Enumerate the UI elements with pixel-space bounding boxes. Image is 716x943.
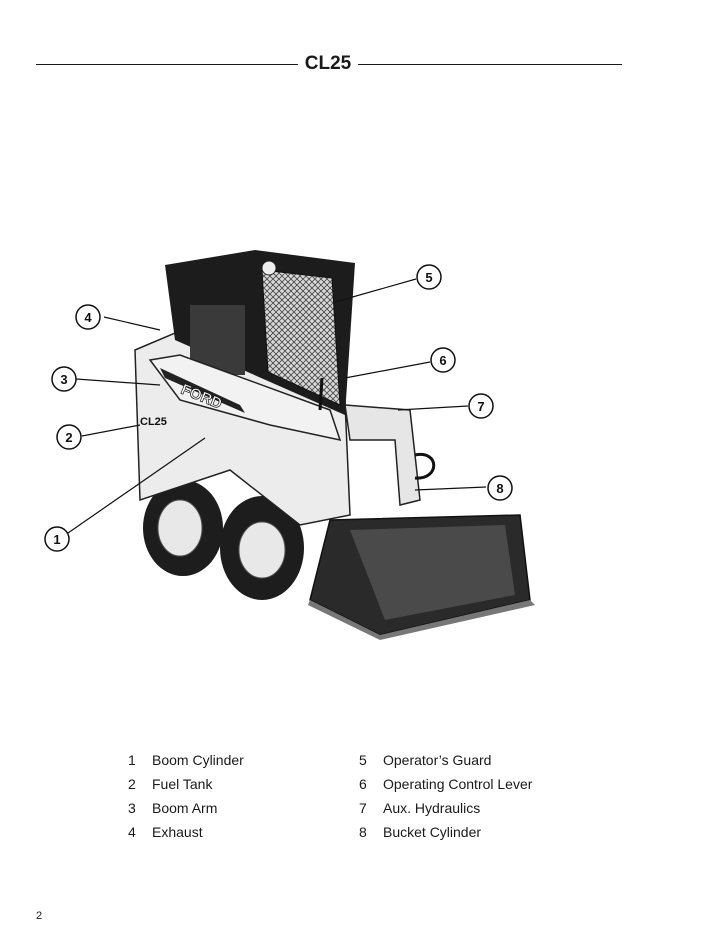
legend-number: 8 xyxy=(359,824,367,840)
legend-item: 7 Aux. Hydraulics xyxy=(359,800,532,824)
callout-label: 5 xyxy=(425,270,432,285)
callout-2 xyxy=(56,424,82,450)
legend-label: Operating Control Lever xyxy=(383,776,533,792)
boom-stripe xyxy=(160,368,245,413)
legend-number: 7 xyxy=(359,800,367,816)
legend-label: Bucket Cylinder xyxy=(383,824,482,840)
callout-label: 2 xyxy=(65,430,72,445)
legend-number: 6 xyxy=(359,776,367,792)
callout-label: 8 xyxy=(496,481,503,496)
legend-number: 1 xyxy=(128,752,136,768)
legend-item: 2 Fuel Tank xyxy=(128,776,244,800)
operators-guard-mesh xyxy=(261,269,341,406)
rear-wheel xyxy=(143,480,223,576)
control-lever xyxy=(318,377,324,411)
legend-label: Fuel Tank xyxy=(152,776,213,792)
page-title: CL25 xyxy=(304,53,352,74)
callout-1 xyxy=(44,526,70,552)
legend-label: Exhaust xyxy=(152,824,203,840)
legend-left-column: 1 Boom Cylinder 2 Fuel Tank 3 Boom Arm 4 Exh… xyxy=(128,752,244,848)
callout-8 xyxy=(487,475,513,501)
legend-item: 3 Boom Arm xyxy=(128,800,244,824)
callout-label: 1 xyxy=(53,532,60,547)
header-rule-left xyxy=(36,64,298,65)
bucket-cutting-edge xyxy=(308,600,535,640)
legend-item: 5 Operator’s Guard xyxy=(359,752,532,776)
boom-arm-shape xyxy=(148,354,342,442)
callout-leaders xyxy=(67,278,487,534)
legend-number: 5 xyxy=(359,752,367,768)
loader-arm-front xyxy=(344,404,421,506)
legend-label: Operator’s Guard xyxy=(383,752,492,768)
callout-label: 4 xyxy=(84,310,92,325)
legend-right-column: 5 Operator’s Guard 6 Operating Control Lev… xyxy=(359,752,532,848)
callout-3 xyxy=(51,366,77,392)
legend-number: 4 xyxy=(128,824,136,840)
legend-label: Boom Cylinder xyxy=(152,752,244,768)
callout-label: 3 xyxy=(60,372,67,387)
callout-label: 7 xyxy=(477,399,484,414)
callout-5 xyxy=(416,264,442,290)
legend-number: 2 xyxy=(128,776,136,792)
page-number: 2 xyxy=(36,910,43,922)
legend-item: 8 Bucket Cylinder xyxy=(359,824,532,848)
legend-item: 6 Operating Control Lever xyxy=(359,776,532,800)
legend-item: 1 Boom Cylinder xyxy=(128,752,244,776)
aux-hydraulic-hoses xyxy=(414,453,436,480)
legend-label: Boom Arm xyxy=(152,800,218,816)
bucket-inner xyxy=(350,525,515,620)
legend-label: Aux. Hydraulics xyxy=(383,800,481,816)
legend-number: 3 xyxy=(128,800,136,816)
legend-item: 4 Exhaust xyxy=(128,824,244,848)
skid-steer-loader-illustration: FORD CL25 1 2 3 4 5 6 7 8 xyxy=(44,250,535,640)
callout-label: 6 xyxy=(439,353,446,368)
work-light xyxy=(261,260,277,276)
callout-6 xyxy=(430,347,456,373)
callout-7 xyxy=(468,393,494,419)
front-wheel xyxy=(220,496,304,600)
model-decal: CL25 xyxy=(140,416,167,428)
header-rule-right xyxy=(358,64,622,65)
callout-4 xyxy=(75,304,101,330)
